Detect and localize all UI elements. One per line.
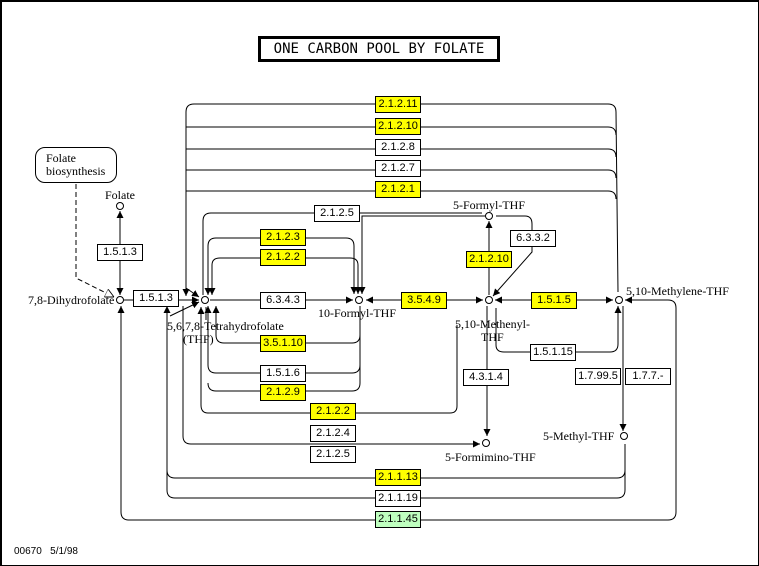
enzyme-box[interactable]: 2.1.2.7 [375, 160, 421, 177]
node-10-formyl-thf[interactable] [355, 296, 363, 304]
enzyme-box[interactable]: 2.1.2.3 [260, 229, 306, 246]
enzyme-box[interactable]: 3.5.4.9 [401, 292, 447, 309]
enzyme-box[interactable]: 1.5.1.15 [530, 344, 576, 361]
enzyme-box[interactable]: 2.1.2.10 [375, 118, 421, 135]
edge-methylene-right [117, 296, 677, 521]
map-id: 00670 [14, 546, 42, 557]
enzyme-box[interactable]: 6.3.3.2 [510, 230, 556, 247]
enzyme-box[interactable]: 2.1.2.9 [260, 384, 306, 401]
enzyme-box[interactable]: 2.1.2.5 [314, 205, 360, 222]
node-dihydrofolate[interactable] [116, 296, 124, 304]
edge-6.3.3.2 [492, 215, 533, 297]
node-formimino-thf[interactable] [482, 439, 490, 447]
enzyme-box[interactable]: 1.5.1.6 [260, 365, 306, 382]
enzyme-box[interactable]: 2.1.2.8 [375, 139, 421, 156]
label-10-formyl-thf: 10-Formyl-THF [318, 306, 396, 320]
label-thf-1: 5,6,7,8-Tetrahydrofolate [167, 319, 284, 333]
node-thf[interactable] [201, 296, 209, 304]
edge-thf-formimino [182, 306, 480, 448]
label-methylene-thf: 5,10-Methylene-THF [626, 284, 729, 298]
edge-formyl5-10formyl [358, 215, 493, 294]
enzyme-box[interactable]: 2.1.2.4 [310, 425, 356, 442]
map-date: 5/1/98 [50, 546, 78, 557]
edge-2.1.2.5-top [202, 212, 482, 295]
enzyme-box[interactable]: 2.1.1.13 [375, 469, 421, 486]
enzyme-box[interactable]: 2.1.1.19 [375, 490, 421, 507]
edge-2.1.2.3 [204, 237, 358, 295]
label-methyl-thf: 5-Methyl-THF [543, 429, 615, 443]
node-methenyl-thf[interactable] [485, 296, 493, 304]
enzyme-box[interactable]: 1.5.1.3 [133, 290, 179, 307]
node-folate[interactable] [116, 202, 124, 210]
enzyme-box[interactable]: 2.1.2.2 [260, 249, 306, 266]
page-title: ONE CARBON POOL BY FOLATE [258, 36, 500, 62]
node-5-formyl-thf[interactable] [485, 212, 493, 220]
enzyme-box[interactable]: 1.5.1.5 [531, 292, 577, 309]
label-methenyl-thf-1: 5,10-Methenyl- [455, 317, 530, 331]
label-5-formyl-thf: 5-Formyl-THF [453, 198, 525, 212]
map-link-folate-biosynthesis[interactable]: Folate biosynthesis [35, 147, 117, 183]
label-formimino-thf: 5-Formimino-THF [445, 450, 536, 464]
enzyme-box[interactable]: 2.1.2.1 [375, 181, 421, 198]
enzyme-box[interactable]: 2.1.1.45 [375, 511, 421, 528]
label-methenyl-thf-2: THF [481, 330, 504, 344]
enzyme-box[interactable]: 1.7.7.- [625, 368, 671, 385]
edge-2.1.2.9 [207, 360, 361, 392]
map-link-label-2: biosynthesis [46, 164, 106, 178]
enzyme-box[interactable]: 2.1.2.10 [466, 251, 512, 268]
enzyme-box[interactable]: 6.3.4.3 [260, 292, 306, 309]
edge-map-dhf [75, 184, 114, 297]
map-link-label-1: Folate [46, 151, 76, 165]
node-methyl-thf[interactable] [620, 432, 628, 440]
enzyme-box[interactable]: 3.5.1.10 [260, 335, 306, 352]
enzyme-box[interactable]: 4.3.1.4 [463, 369, 509, 386]
enzyme-box[interactable]: 2.1.2.2 [310, 403, 356, 420]
label-dihydrofolate: 7,8-Dihydrofolate [28, 293, 115, 307]
footer: 00670 5/1/98 [14, 546, 78, 557]
enzyme-box[interactable]: 1.5.1.3 [97, 244, 143, 261]
enzyme-box[interactable]: 2.1.2.5 [310, 446, 356, 463]
enzyme-box[interactable]: 2.1.2.11 [375, 96, 421, 113]
enzyme-box[interactable]: 1.7.99.5 [575, 368, 621, 385]
label-thf-2: (THF) [183, 332, 214, 346]
node-methylene-thf[interactable] [615, 296, 623, 304]
label-folate: Folate [105, 188, 135, 202]
